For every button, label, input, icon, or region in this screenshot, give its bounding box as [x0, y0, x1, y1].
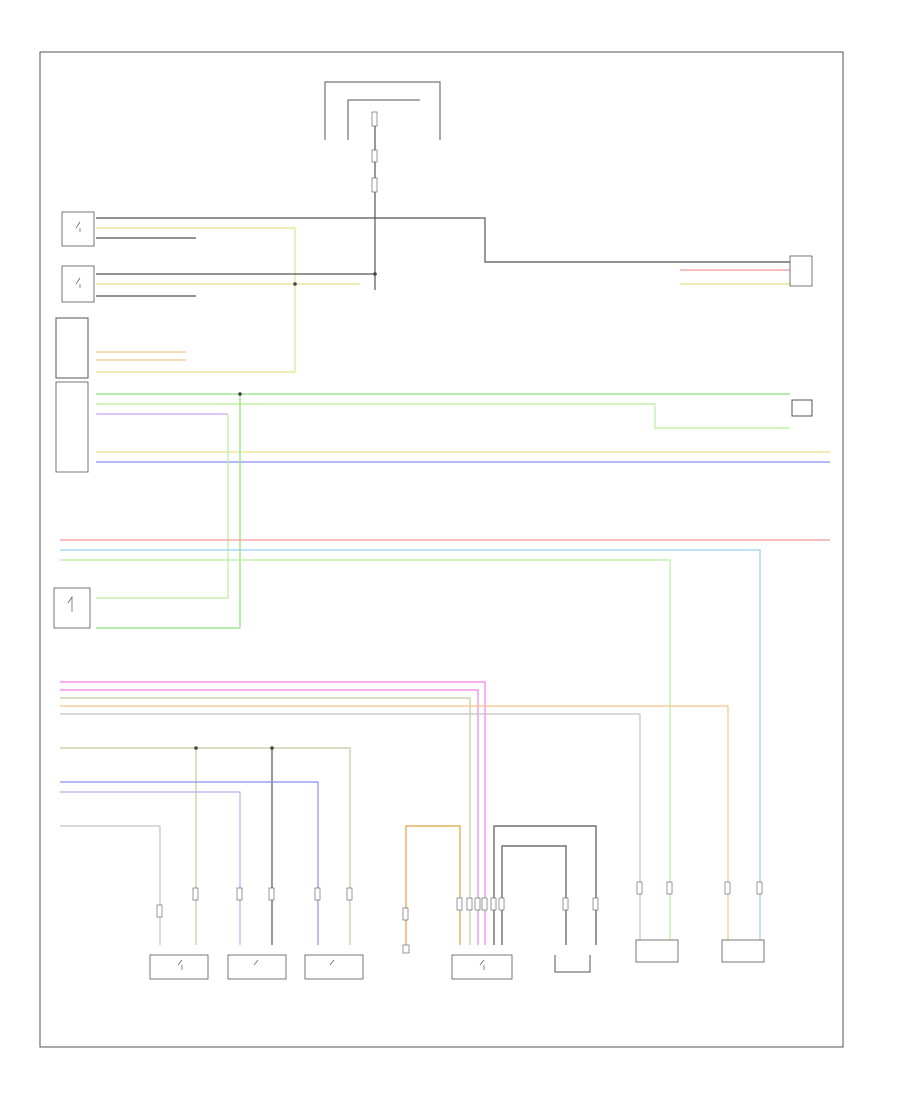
wire-yellow-1	[96, 227, 296, 373]
wire-orange-bus	[60, 705, 729, 945]
wire-black-1	[96, 217, 790, 263]
component-1	[149, 954, 209, 980]
module-upper-2	[61, 265, 95, 303]
wire-orange-loop	[405, 825, 461, 945]
wire-green-bus	[60, 559, 671, 945]
switch-icon	[67, 221, 485, 970]
splice-3	[238, 392, 242, 396]
wire-green-drop-1	[96, 394, 241, 629]
wire-gray-lower	[60, 825, 161, 945]
wire-blue-lower	[60, 781, 319, 945]
component-2	[227, 954, 287, 980]
wire-olive	[60, 697, 471, 945]
module-upper-1	[61, 211, 95, 247]
wire-pink-2	[60, 689, 479, 945]
wire-violet-lower	[60, 791, 241, 945]
component-5	[635, 939, 679, 963]
wire-lightblue-bus	[60, 549, 761, 945]
component-3	[304, 954, 364, 980]
bottom-pin-markers	[156, 881, 763, 921]
wire-green-drop-2	[96, 414, 229, 599]
wire-black-loop	[493, 825, 597, 945]
component-6	[721, 939, 765, 963]
module-large	[55, 381, 89, 473]
wire-olive-2	[60, 747, 351, 945]
power-source-box	[324, 81, 441, 193]
sensor-right-upper	[789, 255, 813, 287]
wire-gray-bus	[60, 713, 641, 945]
connector-right	[791, 399, 813, 417]
splice-1	[293, 282, 297, 286]
component-7	[554, 955, 591, 973]
component-8-connector	[402, 944, 410, 954]
splice-2	[373, 272, 377, 276]
component-4	[451, 954, 513, 980]
wire-green-2	[96, 403, 790, 429]
diagram-frame	[39, 51, 844, 1048]
splice-4	[194, 746, 198, 750]
splice-5	[270, 746, 274, 750]
wire-pink-1	[60, 681, 486, 945]
connector-block	[55, 317, 89, 379]
wire-black-loop-2	[501, 845, 567, 945]
